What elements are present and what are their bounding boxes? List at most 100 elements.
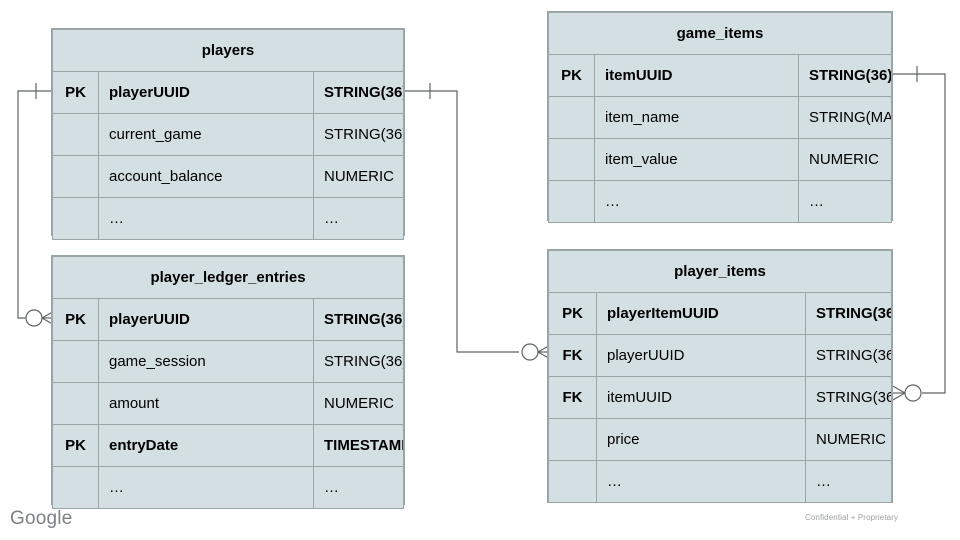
entity-name: game_items <box>548 12 892 55</box>
key-badge-pk: PK <box>548 292 597 335</box>
attribute-type: … <box>805 460 892 503</box>
attribute-type: STRING(36) <box>805 292 892 335</box>
attribute-name: item_value <box>594 138 799 181</box>
attribute-type: … <box>313 197 404 240</box>
confidentiality-notice: Confidential + Proprietary <box>805 513 899 522</box>
attribute-type: STRING(36) <box>313 71 404 114</box>
attribute-type: STRING(36) <box>805 376 892 419</box>
key-badge-empty <box>52 113 99 156</box>
attribute-type: NUMERIC <box>798 138 892 181</box>
entity-title-row: player_items <box>548 250 892 293</box>
entity-attribute-row[interactable]: …… <box>548 180 892 223</box>
attribute-type: NUMERIC <box>313 382 404 425</box>
key-badge-fk: FK <box>548 376 597 419</box>
attribute-name: … <box>594 180 799 223</box>
key-badge-pk: PK <box>52 71 99 114</box>
key-badge-empty <box>52 197 99 240</box>
connector-game-items-to-player-items <box>890 66 946 402</box>
key-badge-empty <box>548 180 595 223</box>
attribute-name: entryDate <box>98 424 314 467</box>
attribute-name: itemUUID <box>596 376 806 419</box>
key-badge-empty <box>548 418 597 461</box>
attribute-type: STRING(36) <box>313 113 404 156</box>
attribute-type: STRING(36) <box>805 334 892 377</box>
connector-players-to-player-items <box>405 83 553 361</box>
attribute-name: item_name <box>594 96 799 139</box>
key-badge-empty <box>548 460 597 503</box>
attribute-name: … <box>98 466 314 509</box>
google-logo: Google <box>10 508 73 529</box>
key-badge-fk: FK <box>548 334 597 377</box>
key-badge-empty <box>52 340 99 383</box>
entity-attribute-row[interactable]: …… <box>52 466 404 509</box>
key-badge-empty <box>548 96 595 139</box>
attribute-name: account_balance <box>98 155 314 198</box>
key-badge-pk: PK <box>548 54 595 97</box>
cardinality-zero-circle <box>521 343 539 361</box>
entity-title-row: player_ledger_entries <box>52 256 404 299</box>
entity-name: players <box>52 29 404 72</box>
cardinality-zero-circle <box>904 384 922 402</box>
key-badge-pk: PK <box>52 424 99 467</box>
attribute-name: playerUUID <box>98 71 314 114</box>
attribute-type: … <box>313 466 404 509</box>
attribute-name: … <box>98 197 314 240</box>
key-badge-pk: PK <box>52 298 99 341</box>
cardinality-many-crowsfoot <box>890 384 906 402</box>
entity-title-row: game_items <box>548 12 892 55</box>
attribute-type: NUMERIC <box>313 155 404 198</box>
entity-attribute-row[interactable]: …… <box>52 197 404 240</box>
attribute-type: … <box>798 180 892 223</box>
attribute-type: STRING(36) <box>313 298 404 341</box>
entity-attribute-row[interactable]: …… <box>548 460 892 503</box>
key-badge-empty <box>52 466 99 509</box>
attribute-name: amount <box>98 382 314 425</box>
attribute-name: … <box>596 460 806 503</box>
entity-name: player_items <box>548 250 892 293</box>
attribute-name: playerUUID <box>596 334 806 377</box>
attribute-type: NUMERIC <box>805 418 892 461</box>
attribute-type: STRING(36) <box>798 54 892 97</box>
attribute-type: STRING(36) <box>313 340 404 383</box>
entity-name: player_ledger_entries <box>52 256 404 299</box>
attribute-name: price <box>596 418 806 461</box>
attribute-name: itemUUID <box>594 54 799 97</box>
key-badge-empty <box>52 155 99 198</box>
attribute-name: playerUUID <box>98 298 314 341</box>
key-badge-empty <box>52 382 99 425</box>
attribute-name: game_session <box>98 340 314 383</box>
cardinality-zero-circle <box>25 309 43 327</box>
attribute-type: TIMESTAMP <box>313 424 404 467</box>
attribute-name: current_game <box>98 113 314 156</box>
key-badge-empty <box>548 138 595 181</box>
entity-title-row: players <box>52 29 404 72</box>
attribute-type: STRING(MAX) <box>798 96 892 139</box>
